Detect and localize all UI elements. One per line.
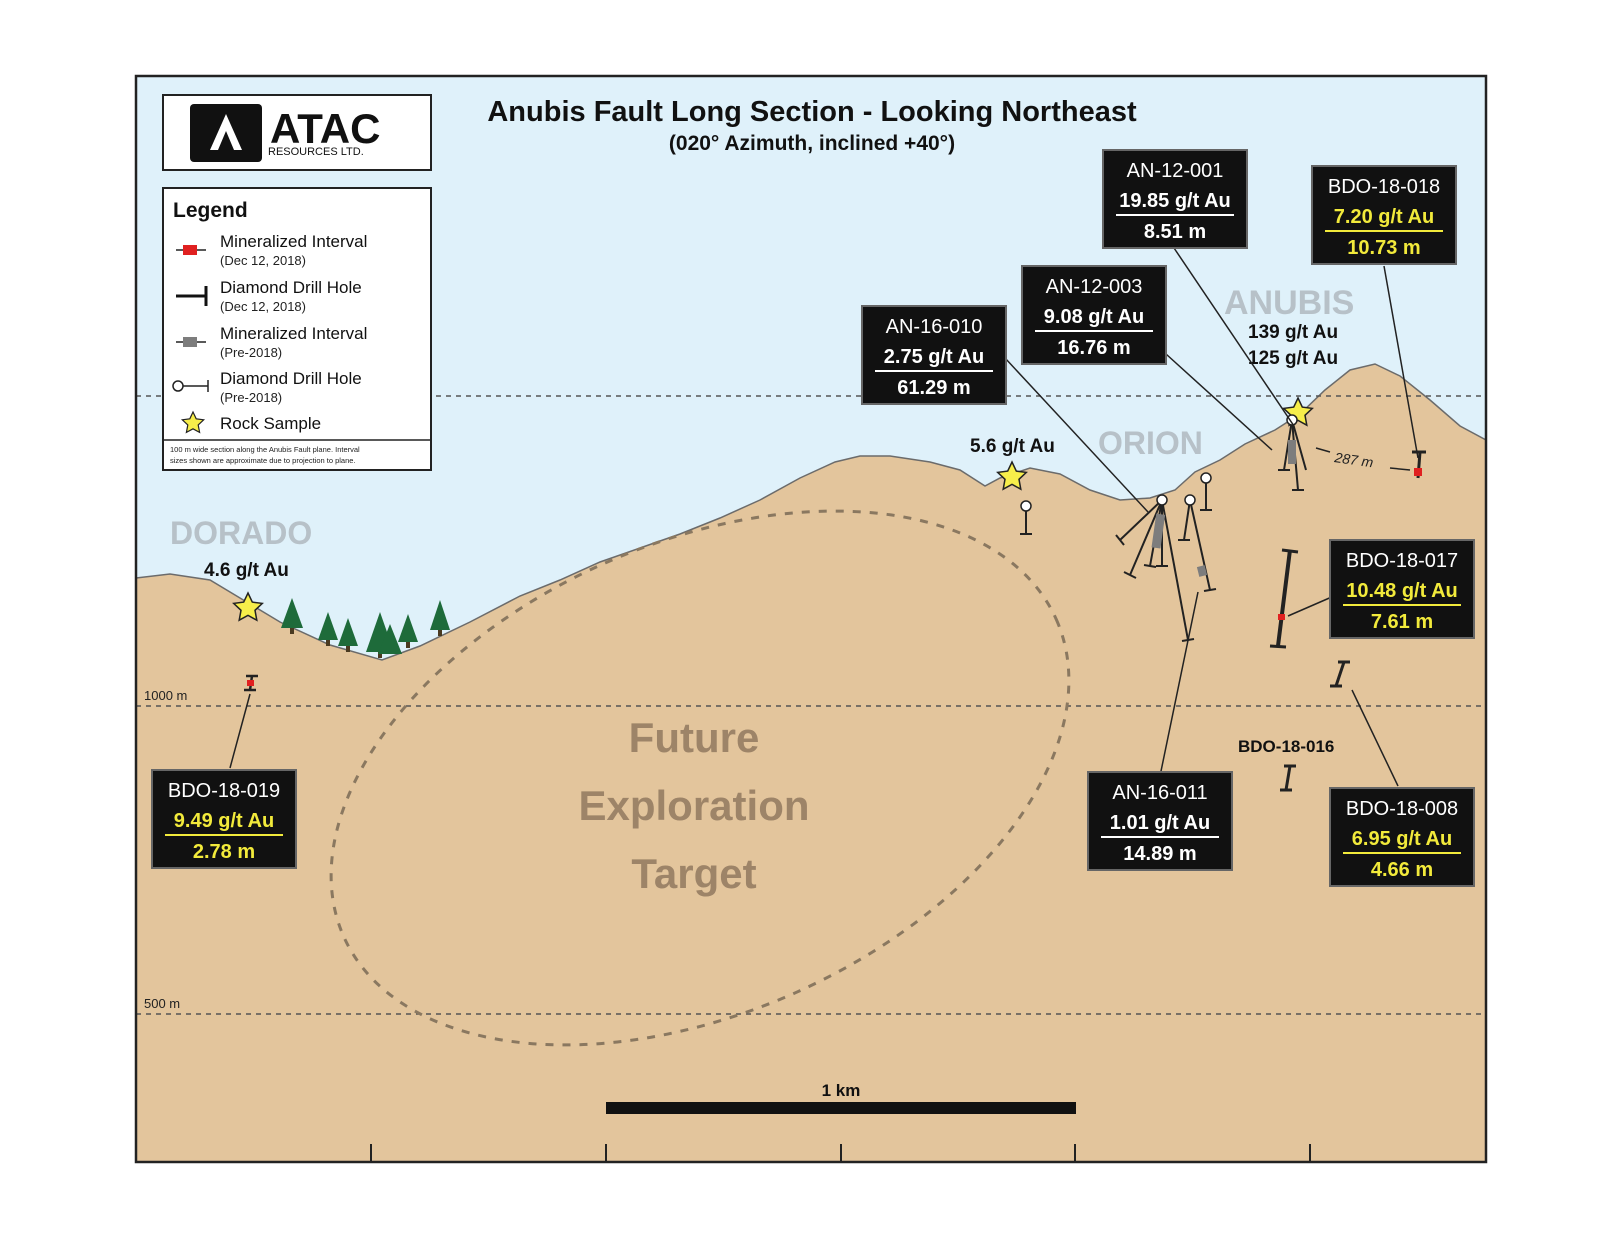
hole-label-bdo-18-016: BDO-18-016: [1238, 737, 1334, 756]
drill-hole-an-16-010: [1123, 499, 1163, 579]
target-line-1: Future: [629, 714, 760, 761]
map-subtitle: (020° Azimuth, inclined +40°): [669, 132, 955, 155]
hole-id: AN-16-011: [1112, 782, 1207, 804]
logo-a-icon: [210, 114, 242, 150]
map-title: Anubis Fault Long Section - Looking Nort…: [487, 96, 1137, 128]
hole-id: AN-12-001: [1127, 160, 1224, 182]
hole-width: 14.89 m: [1123, 843, 1196, 865]
hole-grade: 9.08 g/t Au: [1044, 306, 1144, 328]
legend-sublabel: (Dec 12, 2018): [220, 253, 306, 268]
collar-drill-hole-icon: [172, 380, 184, 392]
tree-icon: [281, 598, 303, 634]
exploration-target-ellipse: [329, 509, 1071, 1047]
hole-grade: 7.20 g/t Au: [1334, 206, 1434, 228]
legend-item-mineralized-pre2018: Mineralized Interval (Pre-2018): [176, 324, 367, 360]
hole-grade: 9.49 g/t Au: [174, 810, 274, 832]
zone-label-orion: ORION: [1098, 425, 1203, 461]
hole-width: 10.73 m: [1347, 237, 1420, 259]
scale-bar: [606, 1102, 1076, 1114]
rock-sample-label-dorado: 4.6 g/t Au: [204, 560, 289, 581]
hole-callout-an-12-001: AN-12-001 19.85 g/t Au 8.51 m: [1102, 149, 1248, 249]
hole-width: 8.51 m: [1144, 221, 1206, 243]
leader-lines: [229, 247, 1419, 787]
zone-label-anubis: ANUBIS: [1224, 284, 1354, 322]
legend-label: Mineralized Interval: [220, 232, 367, 251]
hole-callout-an-16-010: AN-16-010 2.75 g/t Au 61.29 m: [861, 305, 1007, 405]
ground-surface: [136, 363, 1486, 1162]
drill-holes: [244, 419, 1426, 792]
legend-note-line-2: sizes shown are approximate due to proje…: [170, 456, 356, 465]
red-interval-icon: [183, 245, 197, 255]
legend-sublabel: (Dec 12, 2018): [220, 299, 306, 314]
scale-bar-label: 1 km: [822, 1081, 861, 1100]
hole-callout-an-12-003: AN-12-003 9.08 g/t Au 16.76 m: [1021, 265, 1167, 365]
legend-label: Diamond Drill Hole: [220, 278, 362, 297]
elevation-label-1000: 1000 m: [144, 688, 187, 703]
rock-sample-label-orion: 5.6 g/t Au: [970, 436, 1055, 457]
legend-label: Rock Sample: [220, 414, 321, 433]
hole-grade: 10.48 g/t Au: [1346, 580, 1458, 602]
legend-label: Mineralized Interval: [220, 324, 367, 343]
rock-sample-label-anubis-2: 125 g/t Au: [1248, 348, 1338, 369]
hole-width: 7.61 m: [1371, 611, 1433, 633]
hole-width: 4.66 m: [1371, 859, 1433, 881]
drill-collar-icons: [1020, 414, 1298, 512]
tree-icon: [378, 624, 402, 654]
legend: Legend Mineralized Interval (Dec 12, 201…: [162, 187, 432, 471]
tree-icons: [281, 598, 450, 658]
legend-sublabel: (Pre-2018): [220, 390, 282, 405]
map-frame: [134, 74, 1488, 1164]
elevation-label-500: 500 m: [144, 996, 180, 1011]
hole-callout-an-16-011: AN-16-011 1.01 g/t Au 14.89 m: [1087, 771, 1233, 871]
hole-id: BDO-18-008: [1346, 798, 1458, 820]
hole-id: BDO-18-017: [1346, 550, 1458, 572]
hole-callout-bdo-18-018: BDO-18-018 7.20 g/t Au 10.73 m: [1311, 165, 1457, 265]
mineralized-intervals: [247, 440, 1422, 686]
distance-label-287m: 287 m: [1333, 449, 1375, 470]
logo-text: ATAC: [270, 105, 380, 152]
hole-id: AN-12-003: [1046, 276, 1143, 298]
hole-callout-bdo-18-017: BDO-18-017 10.48 g/t Au 7.61 m: [1329, 539, 1475, 639]
legend-item-mineralized-2018: Mineralized Interval (Dec 12, 2018): [176, 232, 367, 268]
legend-title: Legend: [173, 199, 248, 222]
hole-id: BDO-18-018: [1328, 176, 1440, 198]
legend-sublabel: (Pre-2018): [220, 345, 282, 360]
zone-label-dorado: DORADO: [170, 515, 312, 551]
hole-grade: 19.85 g/t Au: [1119, 190, 1231, 212]
hole-id: BDO-18-019: [168, 780, 280, 802]
legend-item-drill-hole-2018: Diamond Drill Hole (Dec 12, 2018): [176, 278, 362, 314]
hole-width: 2.78 m: [193, 841, 255, 863]
target-line-3: Target: [631, 850, 756, 897]
rock-sample-star-icon: [232, 591, 264, 622]
hole-grade: 1.01 g/t Au: [1110, 812, 1210, 834]
tree-icon: [430, 600, 450, 636]
hole-width: 16.76 m: [1057, 337, 1130, 359]
bottom-ticks: [370, 1144, 1311, 1162]
logo-subtext: RESOURCES LTD.: [268, 146, 364, 158]
rock-sample-star-icon: [996, 460, 1028, 491]
legend-note-line-1: 100 m wide section along the Anubis Faul…: [170, 445, 360, 454]
tree-icon: [338, 618, 358, 652]
hole-callout-bdo-18-008: BDO-18-008 6.95 g/t Au 4.66 m: [1329, 787, 1475, 887]
legend-item-rock-sample: Rock Sample: [180, 410, 321, 434]
star-icon: [180, 410, 206, 434]
company-logo: ATAC RESOURCES LTD.: [162, 94, 432, 171]
hole-grade: 2.75 g/t Au: [884, 346, 984, 368]
legend-item-drill-hole-pre2018: Diamond Drill Hole (Pre-2018): [172, 369, 362, 405]
rock-sample-label-anubis-1: 139 g/t Au: [1248, 322, 1338, 343]
tree-icon: [398, 614, 418, 648]
tree-icon: [318, 612, 338, 646]
hole-callout-bdo-18-019: BDO-18-019 9.49 g/t Au 2.78 m: [151, 769, 297, 869]
hole-id: AN-16-010: [886, 316, 983, 338]
target-line-2: Exploration: [578, 782, 809, 829]
hole-width: 61.29 m: [897, 377, 970, 399]
legend-label: Diamond Drill Hole: [220, 369, 362, 388]
hole-grade: 6.95 g/t Au: [1352, 828, 1452, 850]
grey-interval-icon: [183, 337, 197, 347]
